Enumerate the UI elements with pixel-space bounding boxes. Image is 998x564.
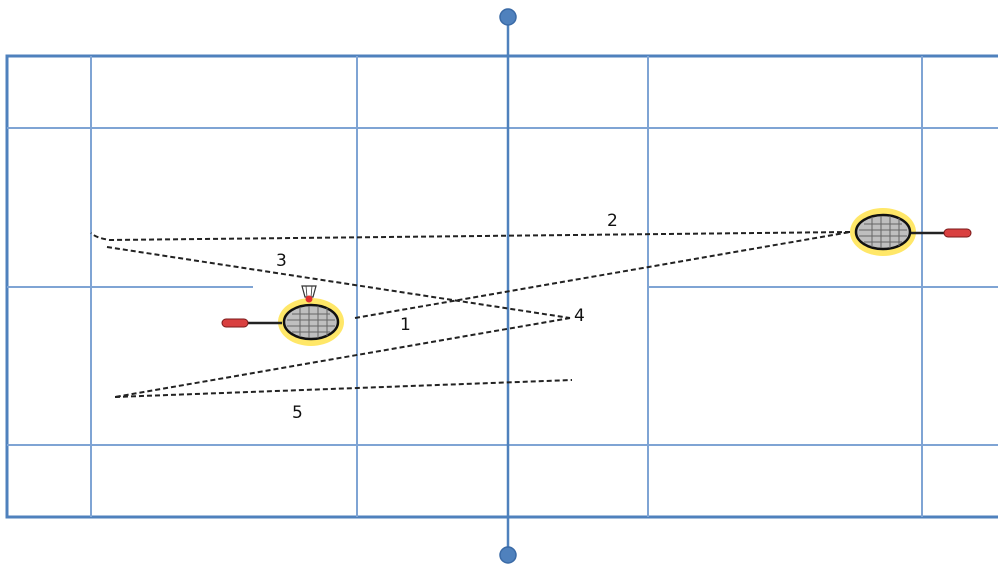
net-post-bottom-icon (499, 546, 517, 564)
shot-label-1: 1 (400, 315, 411, 335)
shot-path-1 (354, 231, 851, 319)
shot-label-2: 2 (607, 211, 618, 231)
shot-label-3: 3 (276, 251, 287, 271)
net-post-top-icon (499, 8, 517, 26)
shuttlecock-icon (301, 285, 317, 303)
shot-label-4: 4 (574, 306, 585, 326)
court (5, 54, 998, 519)
shot-labels: 1 2 3 4 5 (276, 211, 618, 423)
shot-label-5: 5 (292, 403, 303, 423)
shot-path-3 (106, 246, 571, 319)
shot-paths (90, 231, 851, 398)
shot-path-4 (114, 317, 571, 398)
shot-path-2 (90, 231, 851, 242)
shot-path-5 (114, 379, 573, 398)
net (499, 8, 517, 564)
left-racket-icon (221, 298, 344, 346)
right-racket-icon (850, 208, 972, 256)
